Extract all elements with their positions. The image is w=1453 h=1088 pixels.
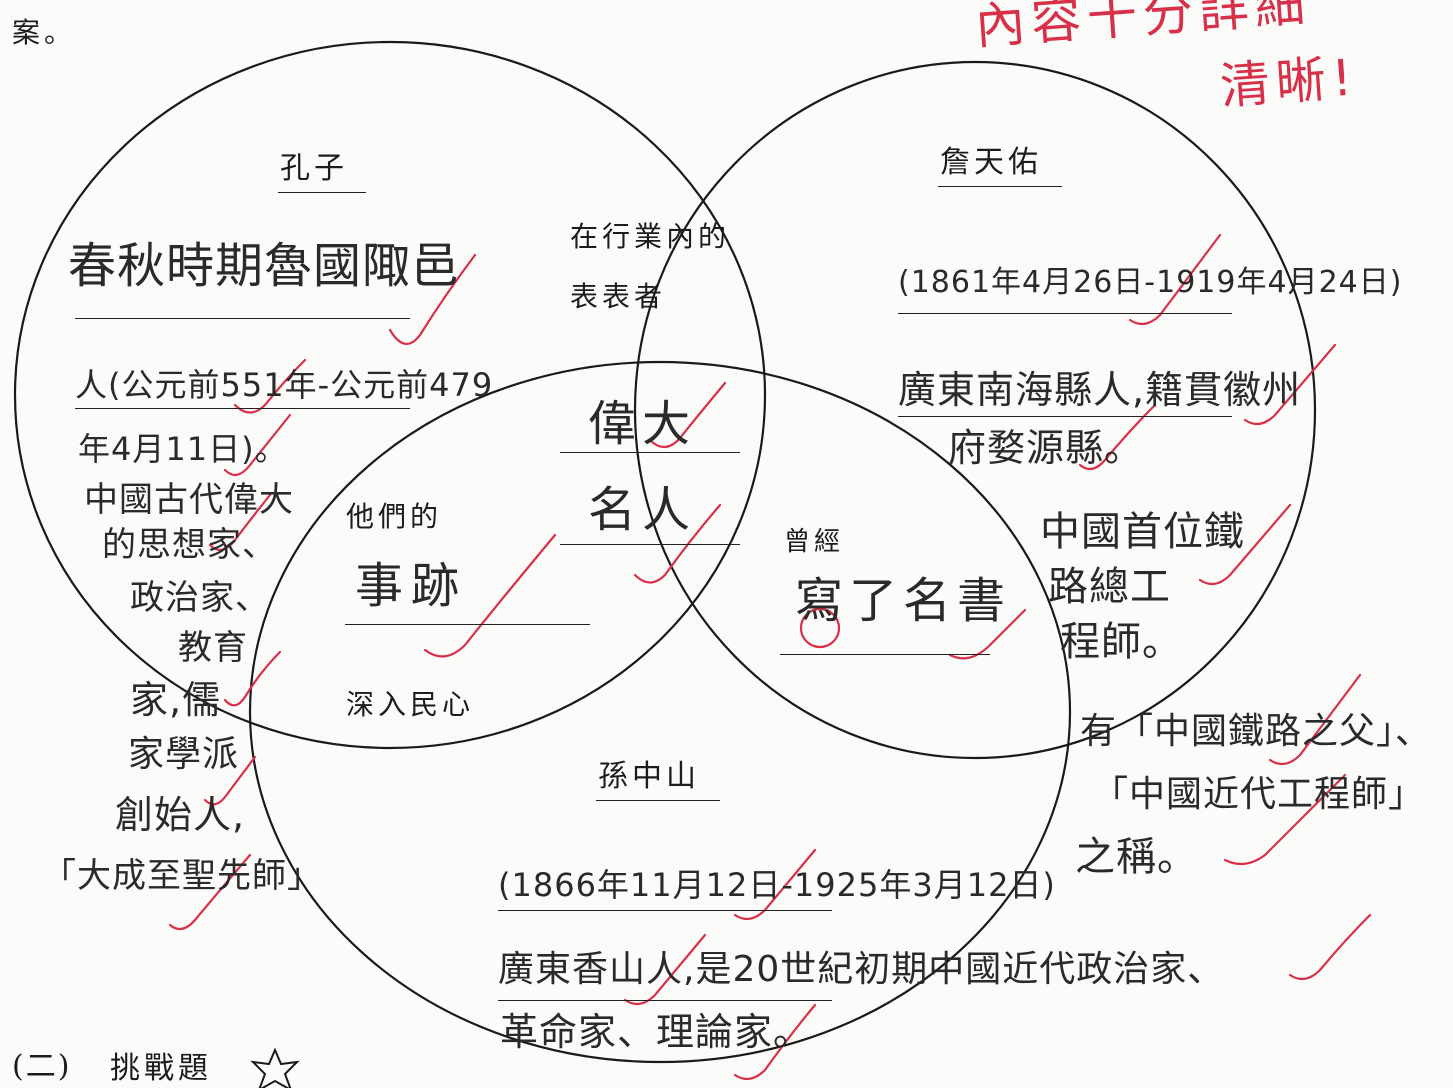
- confucius-note: 「大成至聖先師」: [42, 856, 322, 896]
- name-underline: [596, 800, 720, 801]
- teacher-comment-line2: 清晰!: [1218, 48, 1360, 116]
- answer-line: [345, 624, 590, 625]
- circle-confucius: [13, 40, 767, 750]
- zhan-note: 路總工: [1048, 564, 1171, 610]
- check-mark: [1288, 913, 1372, 981]
- confucius-note: 中國古代偉大: [84, 480, 294, 520]
- zhan-extra: 有「中國鐵路之父」、: [1080, 711, 1433, 752]
- check-mark: [633, 503, 722, 584]
- check-mark: [948, 608, 1027, 660]
- challenge-title: 挑戰題: [110, 1051, 212, 1086]
- zhan-note: 程師。: [1060, 619, 1183, 665]
- name-underline: [278, 192, 366, 193]
- overlap-confucius-sun-answer: 事跡: [355, 558, 468, 614]
- zhan-tianyou-name: 詹天佑: [940, 145, 1042, 180]
- overlap-confucius-sun-prompt-after: 深入民心: [346, 688, 475, 721]
- check-mark: [1128, 233, 1222, 326]
- overlap-all-answer-1: 偉大: [588, 396, 697, 452]
- confucius-note: 政治家、: [130, 578, 270, 618]
- check-mark: [233, 358, 307, 414]
- circle-sun-yatsen: [248, 360, 1072, 1064]
- top-fragment: 案。: [12, 16, 77, 49]
- red-check-marks: [168, 233, 1372, 1081]
- overlap-confucius-zhan-prompt-2: 表表者: [570, 280, 667, 313]
- confucius-note: 家,儒: [130, 678, 222, 722]
- confucius-note: 教育: [178, 628, 248, 668]
- overlap-all-answer-2: 名人: [588, 482, 697, 538]
- check-mark: [168, 853, 252, 931]
- check-mark: [733, 848, 817, 921]
- zhan-extra: 「中國近代工程師」: [1092, 774, 1426, 815]
- sun-answer-1: (1866年11月12日-1925年3月12日): [498, 866, 1056, 904]
- check-mark: [648, 381, 727, 449]
- check-mark: [388, 253, 477, 345]
- answer-line: [560, 452, 740, 453]
- zhan-answer-1: (1861年4月26日-1919年4月24日): [898, 265, 1403, 300]
- check-mark: [423, 533, 557, 658]
- confucius-note: 創始人,: [115, 793, 246, 837]
- check-mark: [1078, 403, 1157, 471]
- circle-zhan-tianyou: [633, 60, 1317, 760]
- correction-circle: [799, 607, 841, 649]
- confucius-note: 的思想家、: [102, 525, 277, 565]
- answer-line: [560, 544, 740, 545]
- sun-yatsen-name: 孫中山: [598, 759, 700, 794]
- confucius-answer-1: 春秋時期魯國陬邑: [68, 238, 461, 294]
- sun-answer-3: 革命家、理論家。: [500, 1010, 813, 1054]
- zhan-note: 中國首位鐵: [1040, 509, 1245, 555]
- check-mark: [223, 413, 292, 477]
- check-mark: [623, 933, 707, 1006]
- answer-line: [898, 416, 1232, 417]
- answer-line: [498, 1000, 832, 1001]
- confucius-answer-2: 人(公元前551年-公元前479: [75, 366, 494, 404]
- zhan-answer-3: 府婺源縣。: [948, 426, 1144, 470]
- answer-line: [498, 910, 832, 911]
- check-mark: [1268, 673, 1362, 766]
- check-mark: [208, 493, 272, 552]
- answer-line: [898, 313, 1232, 314]
- zhan-extra: 之稱。: [1075, 834, 1198, 880]
- check-mark: [223, 650, 282, 707]
- overlap-confucius-zhan-prompt-1: 在行業內的: [570, 220, 731, 253]
- confucius-answer-3: 年4月11日)。: [78, 430, 288, 468]
- check-mark: [1223, 773, 1347, 866]
- check-mark: [203, 755, 257, 806]
- challenge-star-icon: [250, 1047, 300, 1088]
- answer-line: [75, 318, 410, 319]
- overlap-confucius-sun-prompt: 他們的: [346, 500, 443, 533]
- answer-line: [780, 654, 990, 655]
- overlap-zhan-sun-prompt: 曾經: [784, 527, 845, 557]
- confucius-name: 孔子: [280, 151, 348, 186]
- section-label: (二): [12, 1049, 72, 1084]
- confucius-note: 家學派: [128, 734, 240, 775]
- name-underline: [938, 186, 1062, 187]
- check-mark: [1198, 503, 1292, 586]
- sun-answer-2: 廣東香山人,是20世紀初期中國近代政治家、: [498, 949, 1225, 990]
- answer-line: [75, 408, 410, 409]
- check-mark: [1243, 343, 1337, 426]
- check-mark: [733, 1003, 817, 1081]
- overlap-zhan-sun-answer: 寫了名書: [795, 573, 1012, 629]
- zhan-answer-2: 廣東南海縣人,籍貫徽州: [898, 368, 1302, 412]
